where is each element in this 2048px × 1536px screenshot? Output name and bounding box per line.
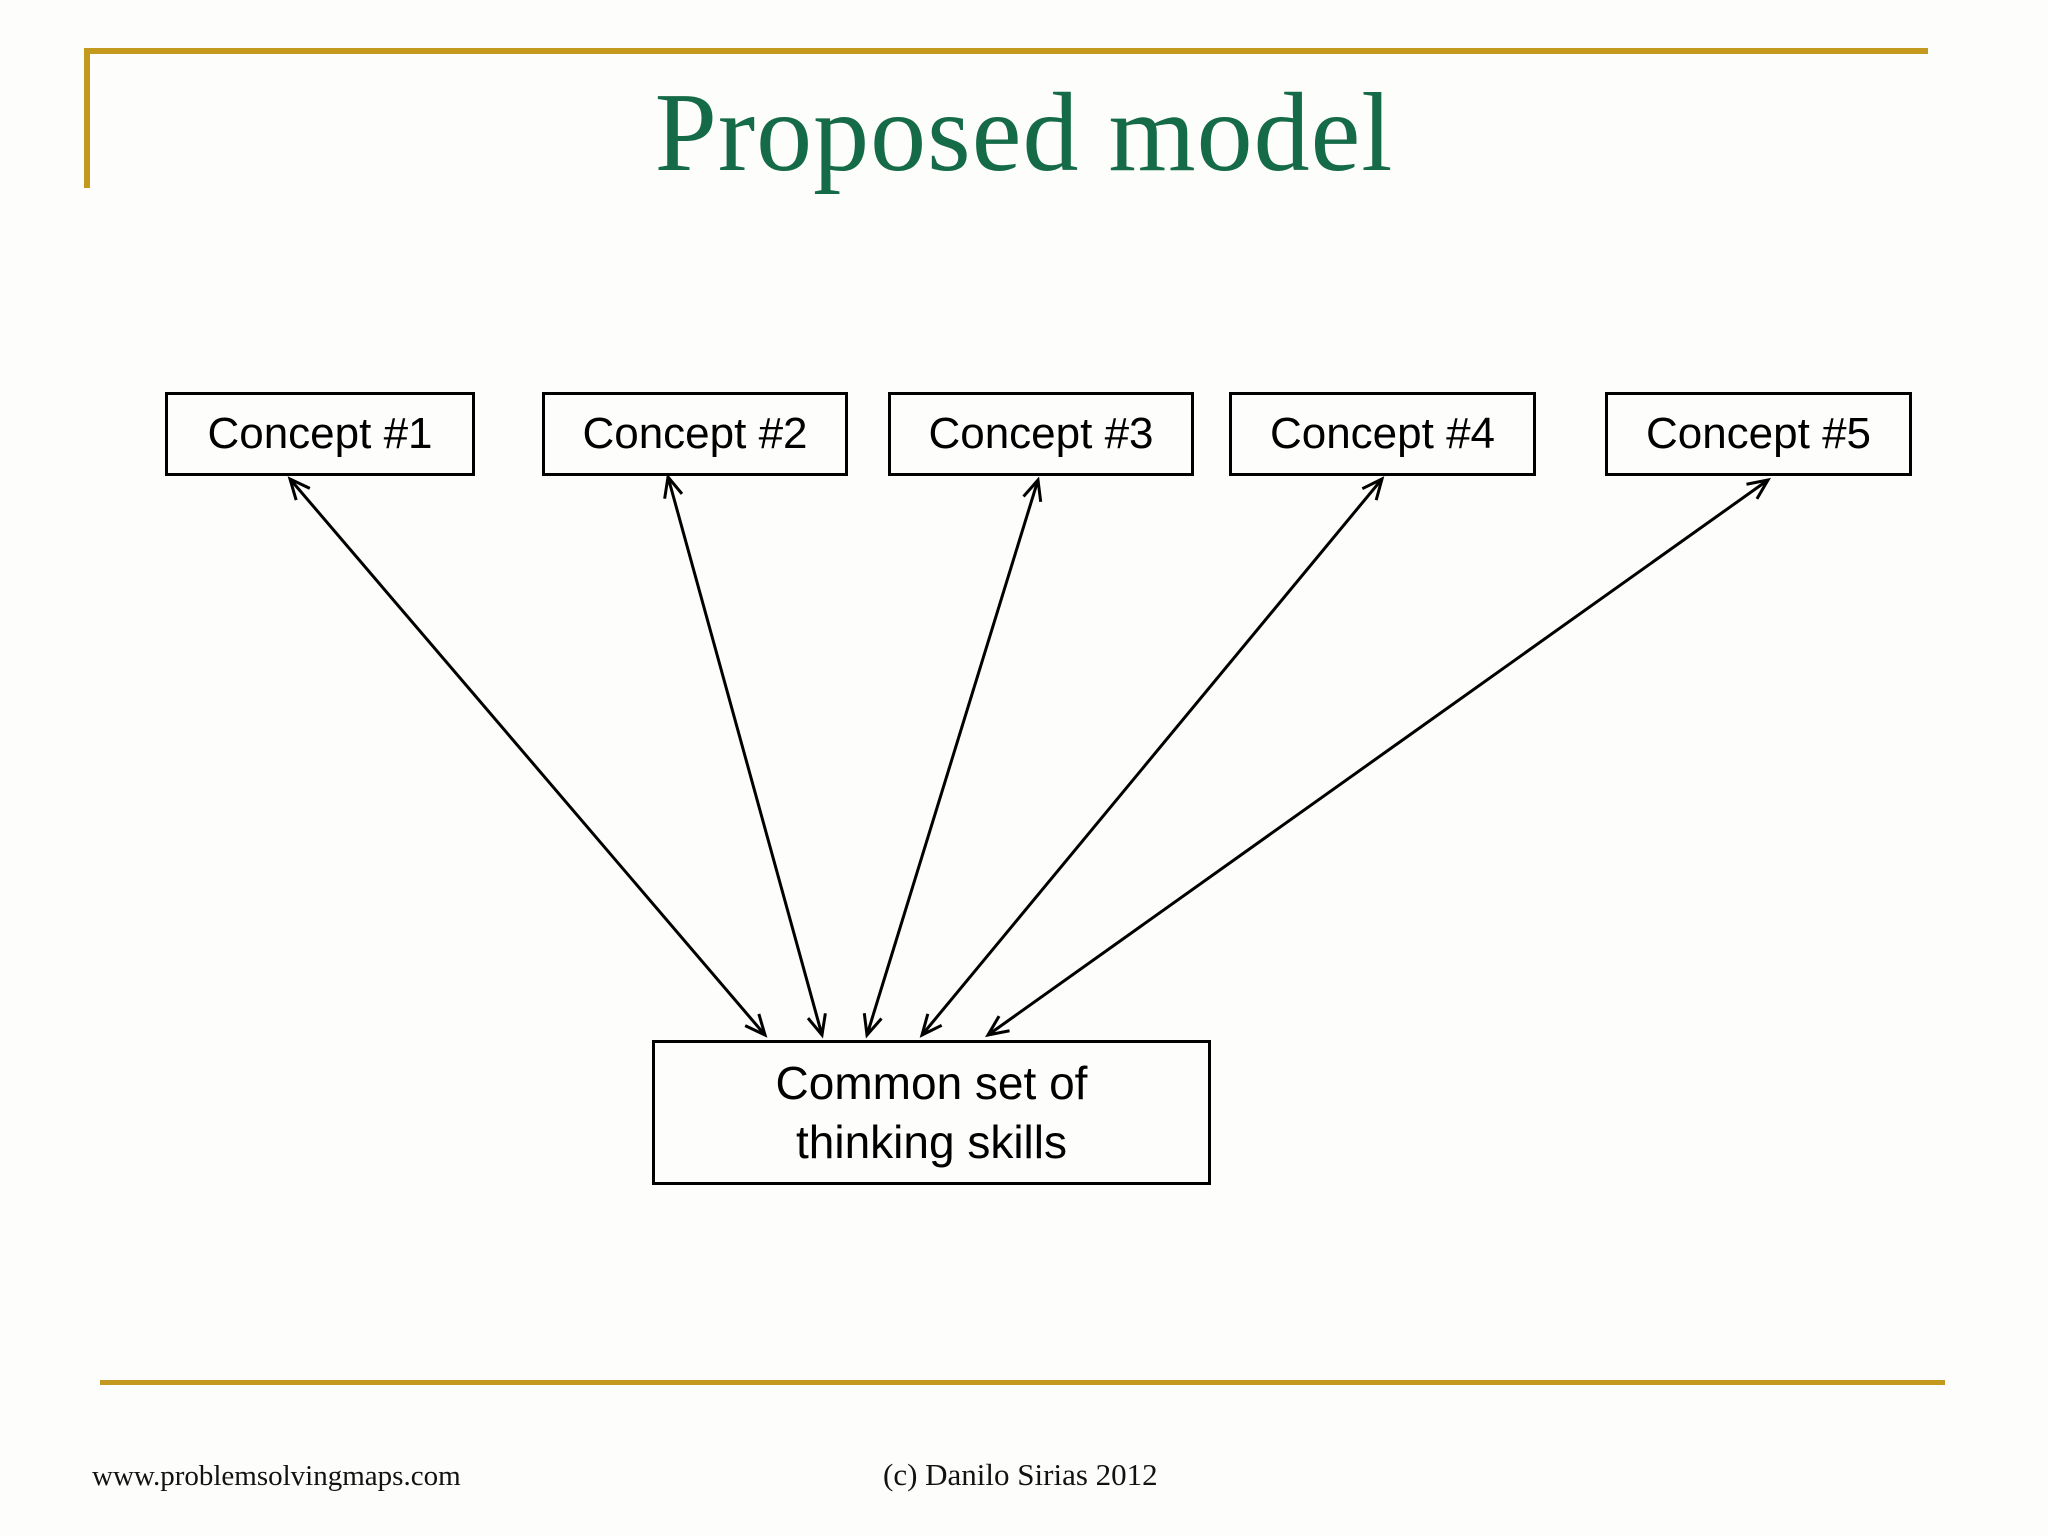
concept-box-3: Concept #3 bbox=[888, 392, 1194, 476]
concept-box-2: Concept #2 bbox=[542, 392, 848, 476]
common-skills-line2: thinking skills bbox=[796, 1115, 1067, 1168]
concept-box-5: Concept #5 bbox=[1605, 392, 1912, 476]
arrow-concept-3-to-common bbox=[862, 476, 1043, 1039]
arrow-concept-4-to-common bbox=[919, 476, 1385, 1038]
left-accent-rule bbox=[84, 48, 90, 188]
footer-website: www.problemsolvingmaps.com bbox=[92, 1460, 461, 1492]
concept-box-1: Concept #1 bbox=[165, 392, 475, 476]
arrow-concept-5-to-common bbox=[985, 477, 1771, 1038]
page-title: Proposed model bbox=[654, 71, 1394, 195]
concept-box-4: Concept #4 bbox=[1229, 392, 1536, 476]
arrow-concept-2-to-common bbox=[663, 473, 827, 1039]
top-accent-rule bbox=[85, 48, 1928, 54]
arrow-concept-1-to-common bbox=[287, 476, 768, 1038]
footer-copyright: (c) Danilo Sirias 2012 bbox=[883, 1457, 1158, 1492]
common-skills-line1: Common set of bbox=[775, 1056, 1088, 1109]
bottom-accent-rule bbox=[100, 1380, 1945, 1385]
common-skills-box: Common set of thinking skills bbox=[652, 1040, 1211, 1185]
